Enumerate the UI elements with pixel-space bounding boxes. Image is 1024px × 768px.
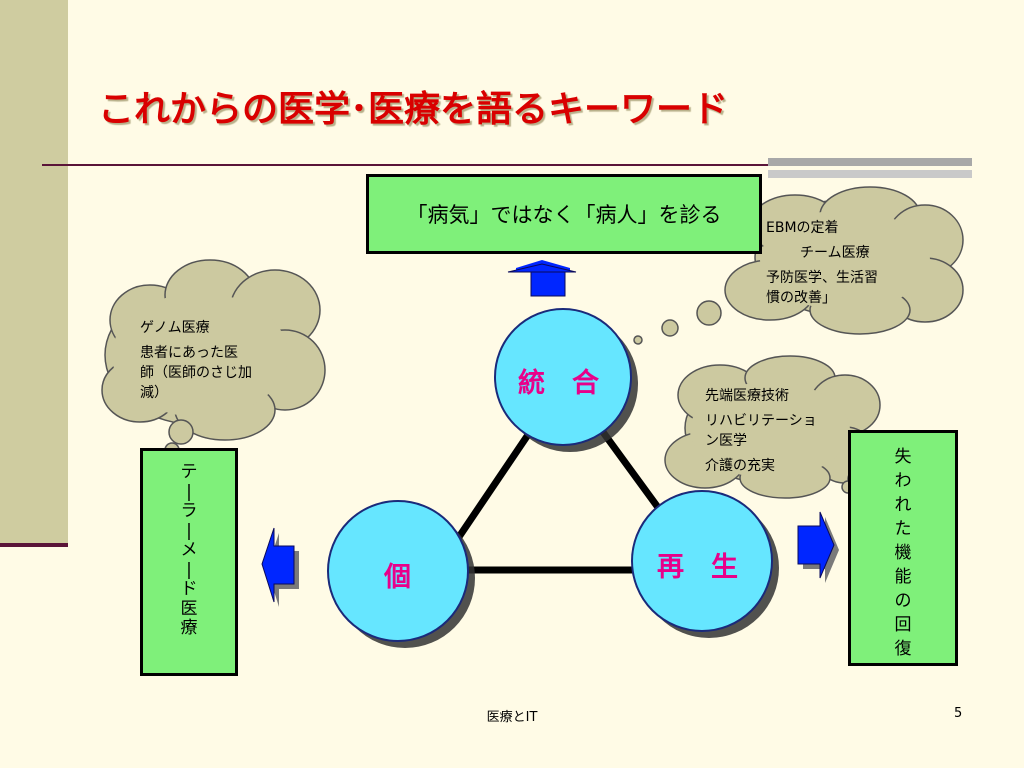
arrow-right-icon	[797, 511, 839, 583]
right-box-char: 失	[894, 447, 912, 467]
left-box: テ | ラ | メ | ド 医 療	[140, 448, 238, 676]
page-number: 5	[954, 706, 963, 721]
arrow-up-icon	[507, 260, 577, 297]
cloud-top-right	[633, 186, 964, 345]
cloud-top-right-line: EBMの定着	[766, 220, 839, 236]
footer-text: 医療とIT	[486, 710, 538, 725]
circle-right	[631, 490, 779, 638]
cloud-middle-line: 介護の充実	[705, 458, 775, 474]
cloud-middle-line: リハビリテーショ	[705, 413, 817, 429]
circle-left	[327, 500, 475, 648]
left-box-char: |	[186, 520, 192, 541]
cloud-left-line: 患者にあった医	[140, 345, 238, 361]
left-box-char: 療	[180, 618, 198, 638]
cloud-left	[101, 259, 326, 466]
left-box-char: |	[186, 481, 192, 502]
left-box-char: ド	[180, 579, 198, 599]
cloud-top-right-line: チーム医療	[800, 245, 870, 261]
cloud-middle-line: ン医学	[705, 433, 747, 449]
left-box-char: |	[186, 559, 192, 580]
cloud-middle	[664, 355, 881, 499]
cloud-left-line: ゲノム医療	[140, 320, 210, 336]
arrow-left-icon	[261, 527, 299, 607]
cloud-top-right-line: 慣の改善」	[766, 290, 836, 306]
side-decor-line	[0, 543, 68, 547]
right-box: 失 わ れ た 機 能 の 回 復	[848, 430, 958, 666]
title-rule	[42, 164, 972, 166]
left-box-char: テ	[180, 462, 198, 482]
circle-left-label: 個	[384, 562, 411, 593]
right-box-char: 復	[894, 639, 912, 659]
side-decor-band	[0, 0, 68, 545]
right-box-char: 能	[894, 567, 912, 587]
top-box-text: 「病気」ではなく「病人」を診る	[406, 203, 722, 227]
title-rule-accent	[768, 158, 972, 166]
left-box-char: メ	[180, 540, 198, 560]
title-rule-accent-2	[768, 170, 972, 178]
cloud-middle-line: 先端医療技術	[705, 388, 789, 404]
right-box-vertical-text: 失 わ れ た 機 能 の 回 復	[851, 445, 955, 661]
right-box-char: 回	[894, 615, 912, 635]
cloud-left-line: 減）	[140, 385, 168, 401]
left-box-vertical-text: テ | ラ | メ | ド 医 療	[143, 462, 235, 639]
circle-top-label: 統 合	[518, 368, 599, 399]
right-box-char: わ	[894, 471, 912, 491]
left-box-char: 医	[180, 598, 198, 619]
right-box-char: れ	[894, 495, 912, 515]
cloud-left-line: 師（医師のさじ加	[140, 365, 252, 381]
slide-title: これからの医学･医療を語るキーワード	[98, 89, 729, 130]
left-box-char: ラ	[180, 501, 198, 521]
top-box: 「病気」ではなく「病人」を診る	[366, 174, 762, 254]
circle-top	[494, 308, 638, 452]
cloud-top-right-line: 予防医学、生活習	[766, 270, 878, 286]
right-box-char: 機	[894, 543, 912, 563]
right-box-char: た	[894, 519, 912, 539]
right-box-char: の	[894, 591, 912, 611]
circle-right-label: 再 生	[657, 552, 738, 583]
